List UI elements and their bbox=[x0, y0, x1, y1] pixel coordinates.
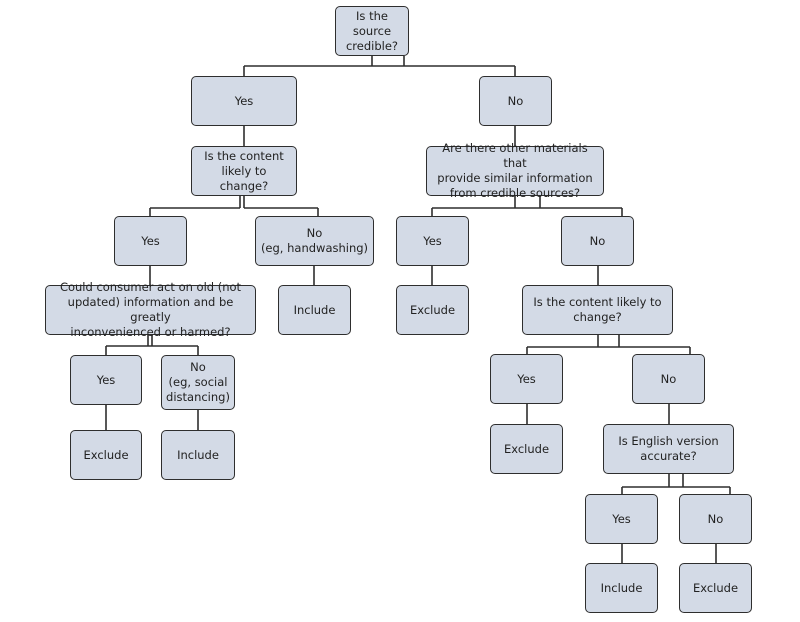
answer-no-other-materials: No bbox=[561, 216, 634, 266]
question-content-change-left: Is the content likely to change? bbox=[191, 146, 297, 196]
outcome-exclude-change-right: Exclude bbox=[490, 424, 563, 474]
outcome-exclude-other-materials: Exclude bbox=[396, 285, 469, 335]
question-consumer-harm: Could consumer act on old (not updated) … bbox=[45, 280, 256, 339]
answer-yes-change-right: Yes bbox=[490, 354, 563, 404]
answer-no-english: No bbox=[679, 494, 752, 544]
outcome-include-english: Include bbox=[585, 563, 658, 613]
answer-yes-english: Yes bbox=[585, 494, 658, 544]
outcome-exclude-english: Exclude bbox=[679, 563, 752, 613]
answer-yes-other-materials: Yes bbox=[396, 216, 469, 266]
outcome-exclude-consumer: Exclude bbox=[70, 430, 142, 480]
answer-no-change-right: No bbox=[632, 354, 705, 404]
outcome-include-handwashing: Include bbox=[278, 285, 351, 335]
question-english-accurate: Is English version accurate? bbox=[603, 424, 734, 474]
outcome-include-social: Include bbox=[161, 430, 235, 480]
answer-yes-credible: Yes bbox=[191, 76, 297, 126]
answer-no-credible: No bbox=[479, 76, 552, 126]
question-source-credible: Is the source credible? bbox=[335, 6, 409, 56]
answer-yes-consumer: Yes bbox=[70, 355, 142, 405]
answer-no-handwashing: No (eg, handwashing) bbox=[255, 216, 374, 266]
question-content-change-right: Is the content likely to change? bbox=[522, 285, 673, 335]
answer-yes-change-left: Yes bbox=[114, 216, 187, 266]
answer-no-social-distancing: No (eg, social distancing) bbox=[161, 355, 235, 410]
question-other-materials: Are there other materials that provide s… bbox=[426, 141, 604, 200]
